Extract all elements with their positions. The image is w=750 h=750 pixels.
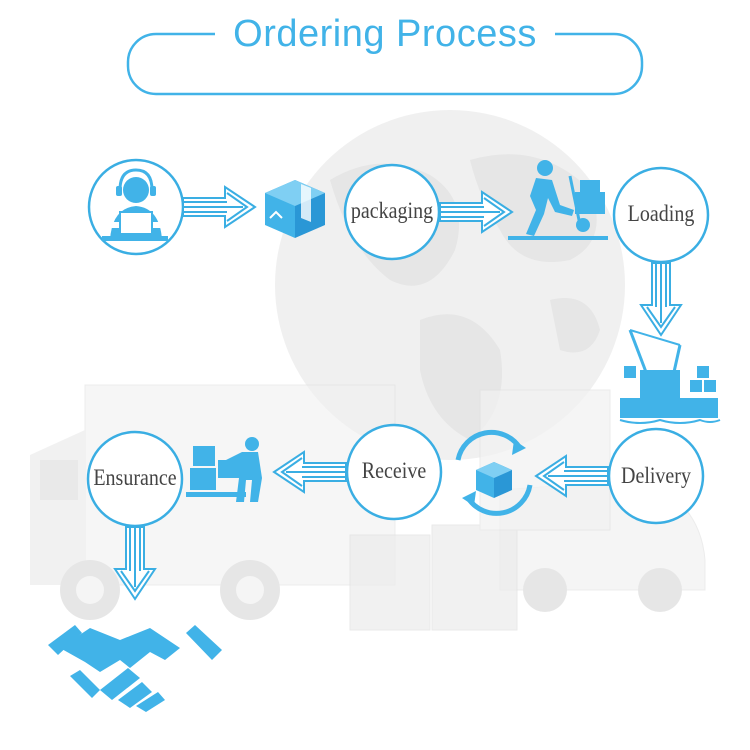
page-title: Ordering Process: [215, 12, 555, 56]
step-label-loading: Loading: [627, 201, 695, 227]
arrow-ensurance-to-deal: [114, 526, 156, 600]
arrow-receive-to-unload: [273, 451, 347, 493]
step-label-receive: Receive: [361, 458, 427, 484]
box-refresh-icon: [455, 429, 533, 516]
box-icon: [265, 180, 325, 238]
arrow-order-to-box: [182, 186, 256, 228]
pallet-worker-icon: [186, 437, 262, 502]
arrow-delivery-to-refresh: [535, 455, 609, 497]
customer-service-icon: [102, 168, 168, 241]
arrow-packaging-to-handtruck: [439, 191, 513, 233]
handshake-icon: [48, 625, 222, 712]
step-label-ensurance: Ensurance: [93, 465, 177, 491]
port-crane-ship-icon: [619, 329, 721, 424]
step-circle-delivery: [607, 427, 705, 525]
arrow-loading-to-ship: [640, 262, 682, 336]
step-circle-receive: [345, 423, 443, 521]
hand-truck-worker-icon: [508, 160, 608, 240]
pallet-stacks-graphic: [349, 389, 611, 631]
step-label-packaging: packaging: [350, 198, 434, 224]
title-frame: Ordering Process: [0, 0, 750, 110]
step-label-delivery: Delivery: [621, 463, 691, 489]
